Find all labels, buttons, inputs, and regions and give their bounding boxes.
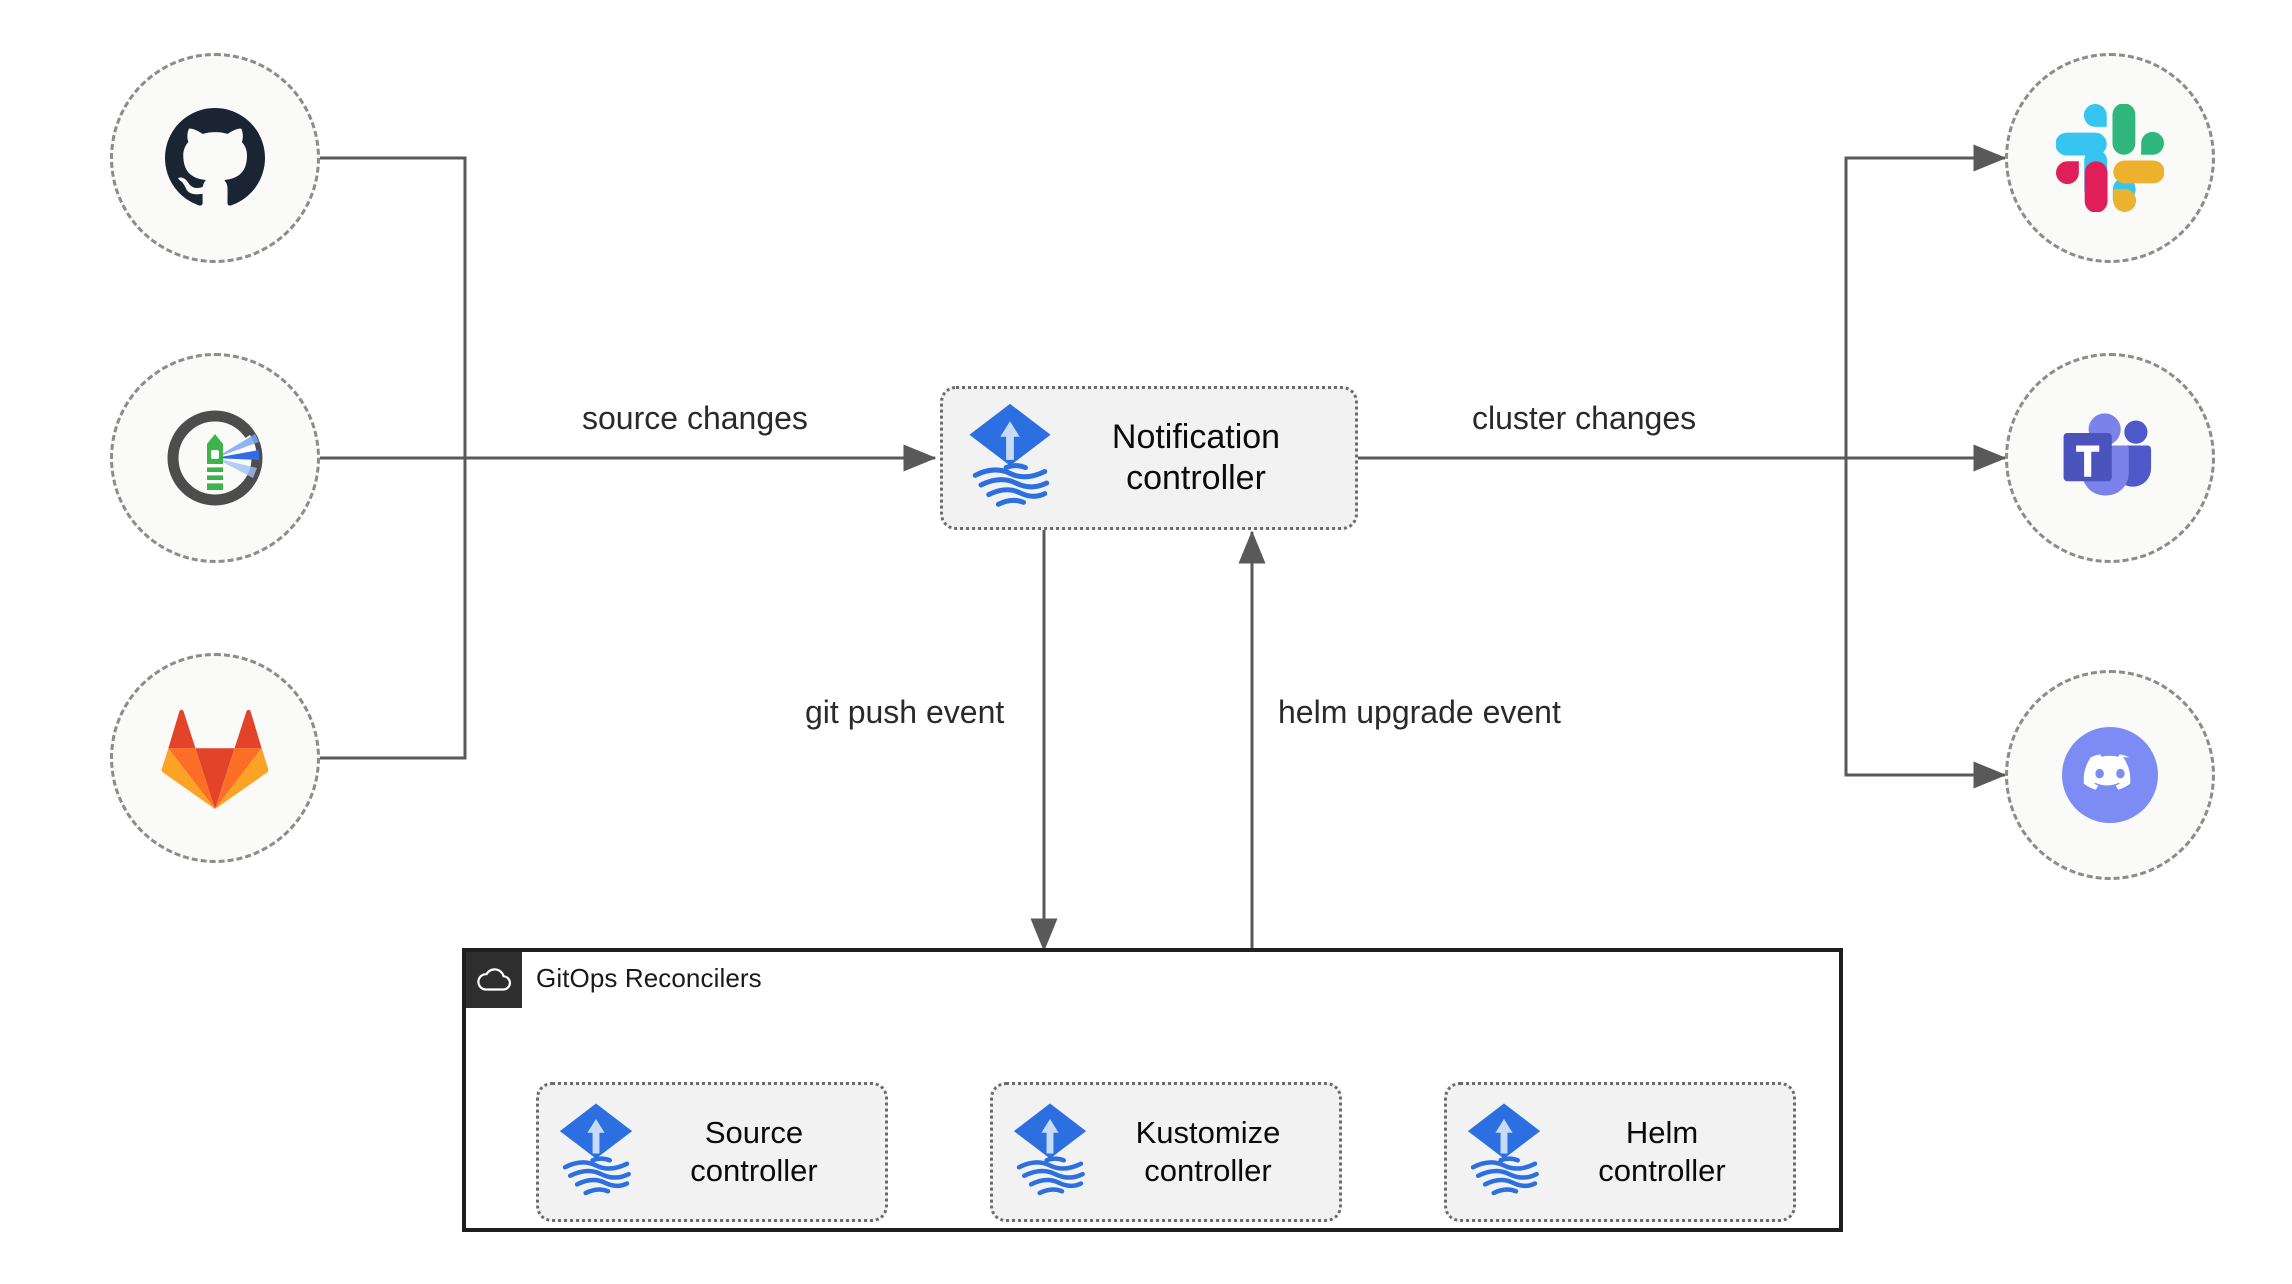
flux-logo-icon <box>553 1100 639 1205</box>
kustomize-controller-box[interactable]: Kustomize controller <box>990 1082 1342 1222</box>
flux-logo-icon <box>1007 1100 1093 1205</box>
gitops-reconcilers-container: GitOps Reconcilers Source controller <box>462 948 1843 1232</box>
gitops-header: GitOps Reconcilers <box>466 952 762 1008</box>
target-node-discord[interactable] <box>2005 670 2215 880</box>
edge-label-source-changes: source changes <box>582 400 808 436</box>
notification-controller-label: Notification controller <box>1111 417 1281 497</box>
flux-lighthouse-icon <box>167 410 263 506</box>
source-node-flux[interactable] <box>110 353 320 563</box>
notification-controller-box[interactable]: Notification controller <box>940 386 1358 530</box>
flux-logo-icon <box>961 400 1059 517</box>
helm-controller-box[interactable]: Helm controller <box>1444 1082 1796 1222</box>
flux-logo-icon <box>1461 1100 1547 1205</box>
gitops-title: GitOps Reconcilers <box>536 963 762 993</box>
source-controller-box[interactable]: Source controller <box>536 1082 888 1222</box>
cloud-icon <box>466 952 522 1008</box>
edge-label-helm-upgrade-event: helm upgrade event <box>1278 694 1561 730</box>
microsoft-teams-icon <box>2063 413 2152 496</box>
source-controller-label: Source controller <box>690 1115 818 1188</box>
kustomize-controller-label: Kustomize controller <box>1135 1115 1281 1188</box>
edge-label-cluster-changes: cluster changes <box>1472 400 1697 436</box>
github-icon <box>165 108 265 206</box>
gitlab-icon <box>161 709 269 809</box>
source-node-gitlab[interactable] <box>110 653 320 863</box>
slack-icon <box>2056 104 2164 212</box>
target-node-teams[interactable] <box>2005 353 2215 563</box>
discord-icon <box>2062 727 2158 823</box>
target-node-slack[interactable] <box>2005 53 2215 263</box>
edge-label-git-push-event: git push event <box>805 694 1005 730</box>
helm-controller-label: Helm controller <box>1598 1115 1726 1188</box>
source-node-github[interactable] <box>110 53 320 263</box>
